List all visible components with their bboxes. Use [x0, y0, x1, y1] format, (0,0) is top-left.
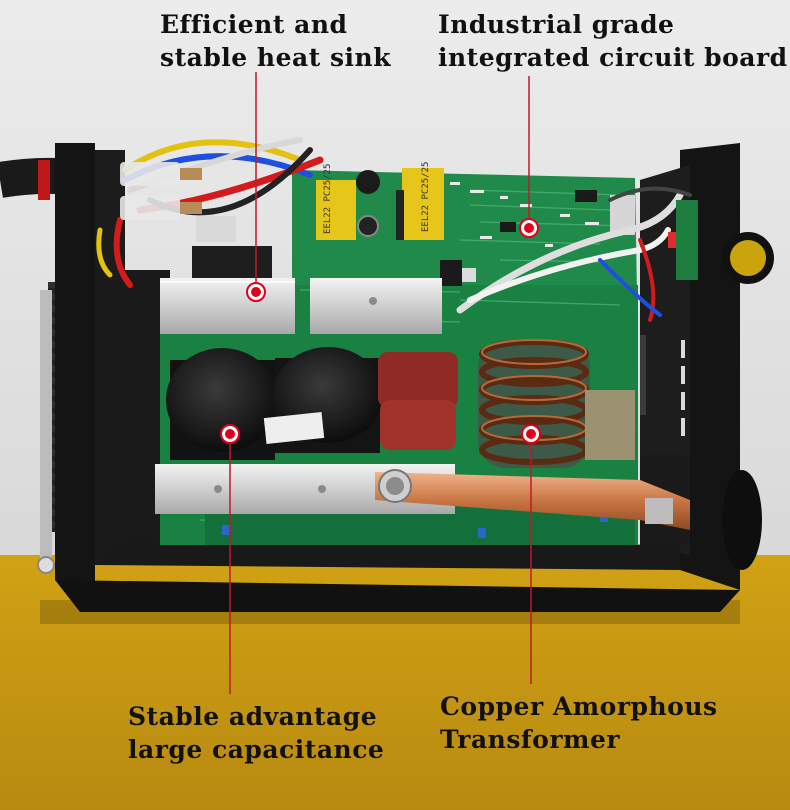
small-transformer-1: EEL22 PC25/25: [316, 164, 356, 240]
cable-red-band: [38, 160, 50, 200]
small-transformer-2: EEL22 PC25/25: [396, 162, 444, 240]
callout-circuit-board-line2: integrated circuit board: [438, 43, 788, 72]
heat-sink-top-right: [310, 278, 442, 334]
callout-heat-sink-line1: Efficient and: [160, 10, 348, 39]
callout-heat-sink-line2: stable heat sink: [160, 43, 392, 72]
output-terminal-knob: [722, 470, 762, 570]
fuse: [196, 216, 236, 242]
relay-block: [192, 246, 272, 282]
leader-lines: [229, 72, 532, 694]
spade-connectors: [120, 162, 202, 220]
side-knob-left: [37, 556, 55, 574]
small-capacitor: [356, 170, 380, 194]
callout-capacitance: Stable advantage large capacitance: [128, 700, 384, 766]
aux-transformer: [585, 390, 635, 460]
transformer-label-2: EEL22 PC25/25: [421, 162, 431, 232]
callout-capacitance-line2: large capacitance: [128, 735, 385, 764]
callout-transformer-line1: Copper Amorphous: [440, 692, 718, 721]
copper-transformer: [478, 339, 590, 468]
marker-heat-sink: [246, 282, 266, 302]
small-capacitor-2: [357, 215, 379, 237]
marker-capacitance: [220, 424, 240, 444]
callout-circuit-board-line1: Industrial grade: [438, 10, 675, 39]
marker-transformer: [521, 424, 541, 444]
film-capacitors: [378, 352, 458, 450]
power-cable: [0, 157, 59, 198]
callout-circuit-board: Industrial grade integrated circuit boar…: [438, 8, 788, 74]
transformer-label-1: EEL22 PC25/25: [323, 164, 333, 234]
marker-circuit-board: [519, 218, 539, 238]
callout-markers: [220, 218, 541, 444]
yellow-indicator: [722, 232, 774, 284]
callout-transformer: Copper Amorphous Transformer: [440, 690, 718, 756]
side-rail-left: [40, 290, 52, 570]
callout-transformer-line2: Transformer: [440, 725, 621, 754]
electrolytic-capacitor-2: [263, 347, 383, 453]
callout-heat-sink: Efficient and stable heat sink: [160, 8, 391, 74]
heat-sink-top-left: [160, 278, 295, 334]
callout-capacitance-line1: Stable advantage: [128, 702, 378, 731]
copper-busbar: [375, 469, 690, 530]
green-module: [676, 200, 698, 280]
electrolytic-capacitor-1: [166, 348, 278, 460]
